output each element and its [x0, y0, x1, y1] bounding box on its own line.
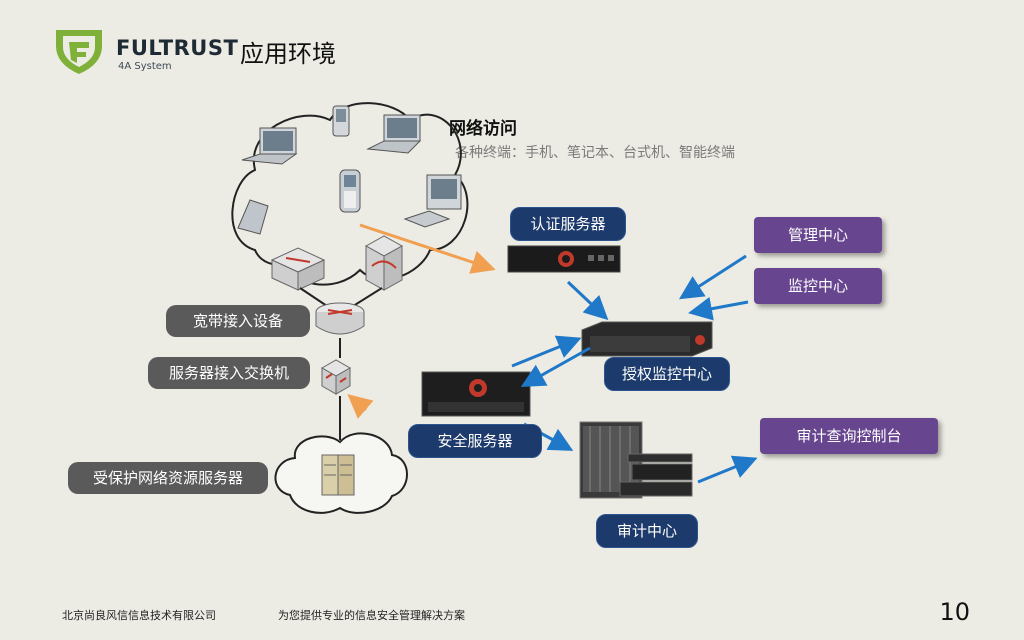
terminal-cloud — [231, 102, 469, 286]
monitoring-center-label: 监控中心 — [754, 268, 882, 304]
audit-center-label: 审计中心 — [596, 514, 698, 548]
brand-name: FULTRUST — [116, 36, 239, 60]
fultrust-logo-icon — [56, 30, 102, 74]
management-center-label: 管理中心 — [754, 217, 882, 253]
network-access-title: 网络访问 — [449, 119, 517, 139]
brand-subtitle: 4A System — [118, 61, 172, 72]
audit-query-console-label: 审计查询控制台 — [760, 418, 938, 454]
access-switch-icon — [320, 359, 352, 395]
footer-company: 北京尚良风信信息技术有限公司 — [62, 609, 216, 622]
footer-slogan: 为您提供专业的信息安全管理解决方案 — [278, 609, 465, 622]
authorize-monitor-center-label: 授权监控中心 — [604, 357, 730, 391]
router-icon — [315, 302, 365, 335]
flip-phone-icon — [237, 199, 269, 235]
security-server-label: 安全服务器 — [408, 424, 542, 458]
switch-icon — [270, 247, 326, 291]
protected-servers-label: 受保护网络资源服务器 — [68, 462, 268, 494]
broadband-device-label: 宽带接入设备 — [166, 305, 310, 337]
pda-icon — [332, 105, 350, 137]
authorize-server-device-icon — [581, 321, 713, 357]
page-title: 应用环境 — [240, 40, 336, 68]
audit-chassis-device-icon — [579, 421, 693, 499]
laptop-icon — [241, 127, 298, 165]
page-number: 10 — [939, 598, 970, 626]
server-switch-label: 服务器接入交换机 — [148, 357, 310, 389]
desktop-icon — [403, 174, 462, 228]
auth-server-device-icon — [507, 245, 621, 273]
network-access-subtitle: 各种终端：手机、笔记本、台式机、智能终端 — [455, 145, 735, 161]
security-server-device-icon — [421, 371, 531, 417]
mobile-phone-icon — [339, 169, 361, 213]
server-switch-icon — [364, 235, 404, 291]
laptop-icon — [366, 114, 422, 154]
auth-server-label: 认证服务器 — [510, 207, 626, 241]
server-rack-icon — [321, 454, 355, 496]
